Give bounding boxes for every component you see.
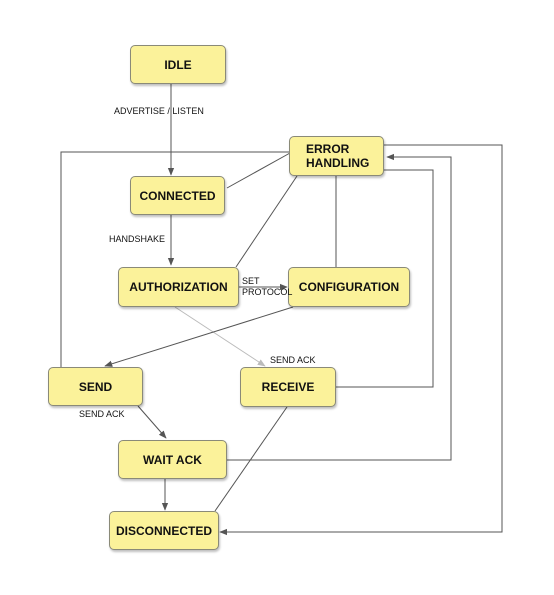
edge-send-to-error	[60, 151, 290, 367]
state-receive-label: RECEIVE	[261, 380, 315, 394]
edge-receive-to-disconnected	[214, 406, 288, 512]
state-wait-ack: WAIT ACK	[118, 440, 227, 479]
state-connected: CONNECTED	[130, 176, 225, 215]
edge-receive-to-error	[336, 169, 434, 388]
state-disconnected-label: DISCONNECTED	[115, 523, 212, 538]
state-idle-label: IDLE	[164, 57, 192, 72]
edge-wait-ack-to-error	[227, 153, 452, 461]
state-authorization: AUTHORIZATION	[118, 267, 239, 307]
edge-error-to-authorization	[235, 175, 298, 268]
state-send-label: SEND	[78, 379, 113, 394]
label-handshake: HANDSHAKE	[109, 234, 166, 244]
state-idle: IDLE	[130, 45, 226, 84]
label-send-ack-receive: SEND ACK	[270, 355, 316, 365]
state-error-handling: ERROR HANDLING	[289, 136, 384, 176]
state-wait-ack-label: WAIT ACK	[143, 452, 202, 467]
edge-authorization-to-receive	[174, 306, 266, 367]
state-authorization-label: AUTHORIZATION	[129, 280, 228, 294]
label-send-ack-wait: SEND ACK	[79, 409, 125, 419]
state-configuration-label: CONFIGURATION	[298, 280, 400, 294]
state-disconnected: DISCONNECTED	[109, 511, 219, 550]
state-configuration: CONFIGURATION	[288, 267, 410, 307]
label-set-protocol: SET PROTOCOL	[242, 276, 293, 297]
state-send: SEND	[48, 367, 143, 406]
label-advertise-listen: ADVERTISE / LISTEN	[114, 106, 204, 116]
edge-send-to-wait-ack	[137, 405, 167, 439]
state-connected-label: CONNECTED	[139, 188, 216, 203]
state-error-handling-label: ERROR HANDLING	[306, 142, 370, 170]
state-receive: RECEIVE	[240, 367, 336, 407]
edge-configuration-to-send	[104, 306, 294, 367]
edge-error-to-connected	[226, 152, 291, 189]
edge-error-to-disconnected	[219, 144, 503, 536]
